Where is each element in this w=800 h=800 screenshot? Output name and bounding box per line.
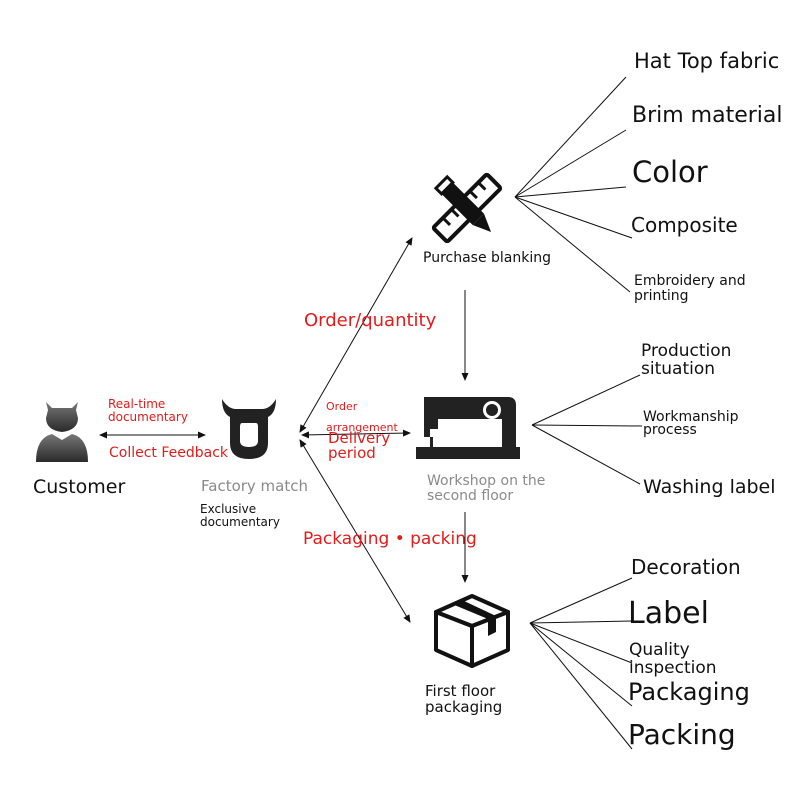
- package-box-icon: [432, 592, 512, 668]
- arrow-factory-purchase: [299, 237, 413, 433]
- workshop-item: Production situation: [641, 341, 732, 379]
- purchase-label: Purchase blanking: [423, 250, 552, 266]
- packaging-item: Label: [628, 596, 709, 631]
- packaging-item: Decoration: [631, 555, 741, 579]
- purchase-item: Color: [632, 155, 708, 189]
- order-quantity-label: Order/quantity: [304, 310, 437, 331]
- arrow-factory-workshop: [301, 429, 411, 439]
- purchase-fan-lines: [514, 76, 633, 293]
- cow-logo-icon: [218, 397, 280, 461]
- workshop-label: Workshop on the second floor: [427, 473, 546, 504]
- purchase-item: Composite: [631, 213, 738, 237]
- packaging-packing-label: Packaging • packing: [303, 529, 477, 549]
- feedback-label: Collect Feedback: [109, 445, 229, 461]
- pencil-ruler-icon: [430, 172, 504, 244]
- customer-icon: [34, 396, 90, 462]
- purchase-item: Hat Top fabric: [634, 49, 780, 73]
- arrow-factory-packaging: [299, 439, 411, 623]
- customer-label: Customer: [33, 476, 126, 498]
- packaging-item: Packing: [628, 718, 736, 751]
- packaging-item: Quality inspection: [629, 640, 717, 678]
- purchase-item: Embroidery and printing: [634, 273, 746, 304]
- factory-sublabel: Exclusive documentary: [200, 502, 280, 529]
- factory-label: Factory match: [201, 477, 308, 495]
- sewing-machine-icon: [412, 395, 520, 461]
- workshop-item: Washing label: [643, 476, 776, 498]
- realtime-label: Real-time documentary: [108, 397, 188, 424]
- packaging-fan-lines: [529, 577, 633, 750]
- delivery-label: Delivery period: [328, 429, 391, 462]
- packaging-label: First floor packaging: [425, 682, 503, 716]
- purchase-item: Brim material: [632, 103, 783, 128]
- workshop-fan-lines: [531, 374, 643, 485]
- order-arrangement-label: Order arrangement: [326, 400, 398, 434]
- workshop-item: Workmanship process: [643, 409, 739, 439]
- packaging-item: Packaging: [628, 678, 750, 706]
